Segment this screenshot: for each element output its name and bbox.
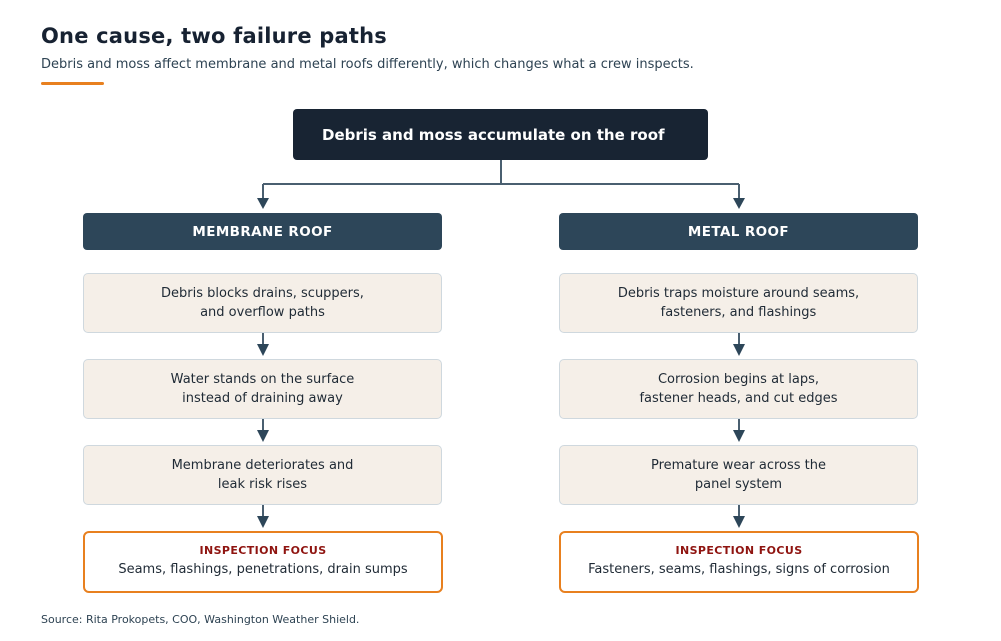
membrane-step-3: Membrane deteriorates and leak risk rise…	[83, 445, 442, 505]
accent-rule	[41, 82, 104, 85]
root-cause-box: Debris and moss accumulate on the roof	[293, 109, 708, 160]
metal-step-3: Premature wear across the panel system	[559, 445, 918, 505]
arrow-membrane-1	[257, 344, 269, 356]
source-note: Source: Rita Prokopets, COO, Washington …	[41, 613, 360, 626]
metal-focus-label: INSPECTION FOCUS	[675, 544, 803, 557]
membrane-roof-header: MEMBRANE ROOF	[83, 213, 442, 250]
page-subtitle: Debris and moss affect membrane and meta…	[41, 57, 694, 72]
membrane-step-2: Water stands on the surface instead of d…	[83, 359, 442, 419]
metal-focus-text: Fasteners, seams, flashings, signs of co…	[588, 562, 890, 577]
membrane-step-1: Debris blocks drains, scuppers, and over…	[83, 273, 442, 333]
arrow-to-metal-header	[733, 198, 745, 209]
branch-connector	[262, 160, 740, 199]
metal-step-1: Debris traps moisture around seams, fast…	[559, 273, 918, 333]
arrow-membrane-3	[257, 516, 269, 528]
arrow-metal-3	[733, 516, 745, 528]
arrow-membrane-2	[257, 430, 269, 442]
membrane-focus-label: INSPECTION FOCUS	[199, 544, 327, 557]
arrow-metal-1	[733, 344, 745, 356]
metal-step-2: Corrosion begins at laps, fastener heads…	[559, 359, 918, 419]
arrow-to-membrane-header	[257, 198, 269, 209]
page-title: One cause, two failure paths	[41, 24, 387, 48]
metal-inspection-focus: INSPECTION FOCUS Fasteners, seams, flash…	[559, 531, 919, 593]
arrow-metal-2	[733, 430, 745, 442]
membrane-focus-text: Seams, flashings, penetrations, drain su…	[118, 562, 408, 577]
metal-roof-header: METAL ROOF	[559, 213, 918, 250]
root-cause-label: Debris and moss accumulate on the roof	[322, 125, 665, 144]
membrane-inspection-focus: INSPECTION FOCUS Seams, flashings, penet…	[83, 531, 443, 593]
